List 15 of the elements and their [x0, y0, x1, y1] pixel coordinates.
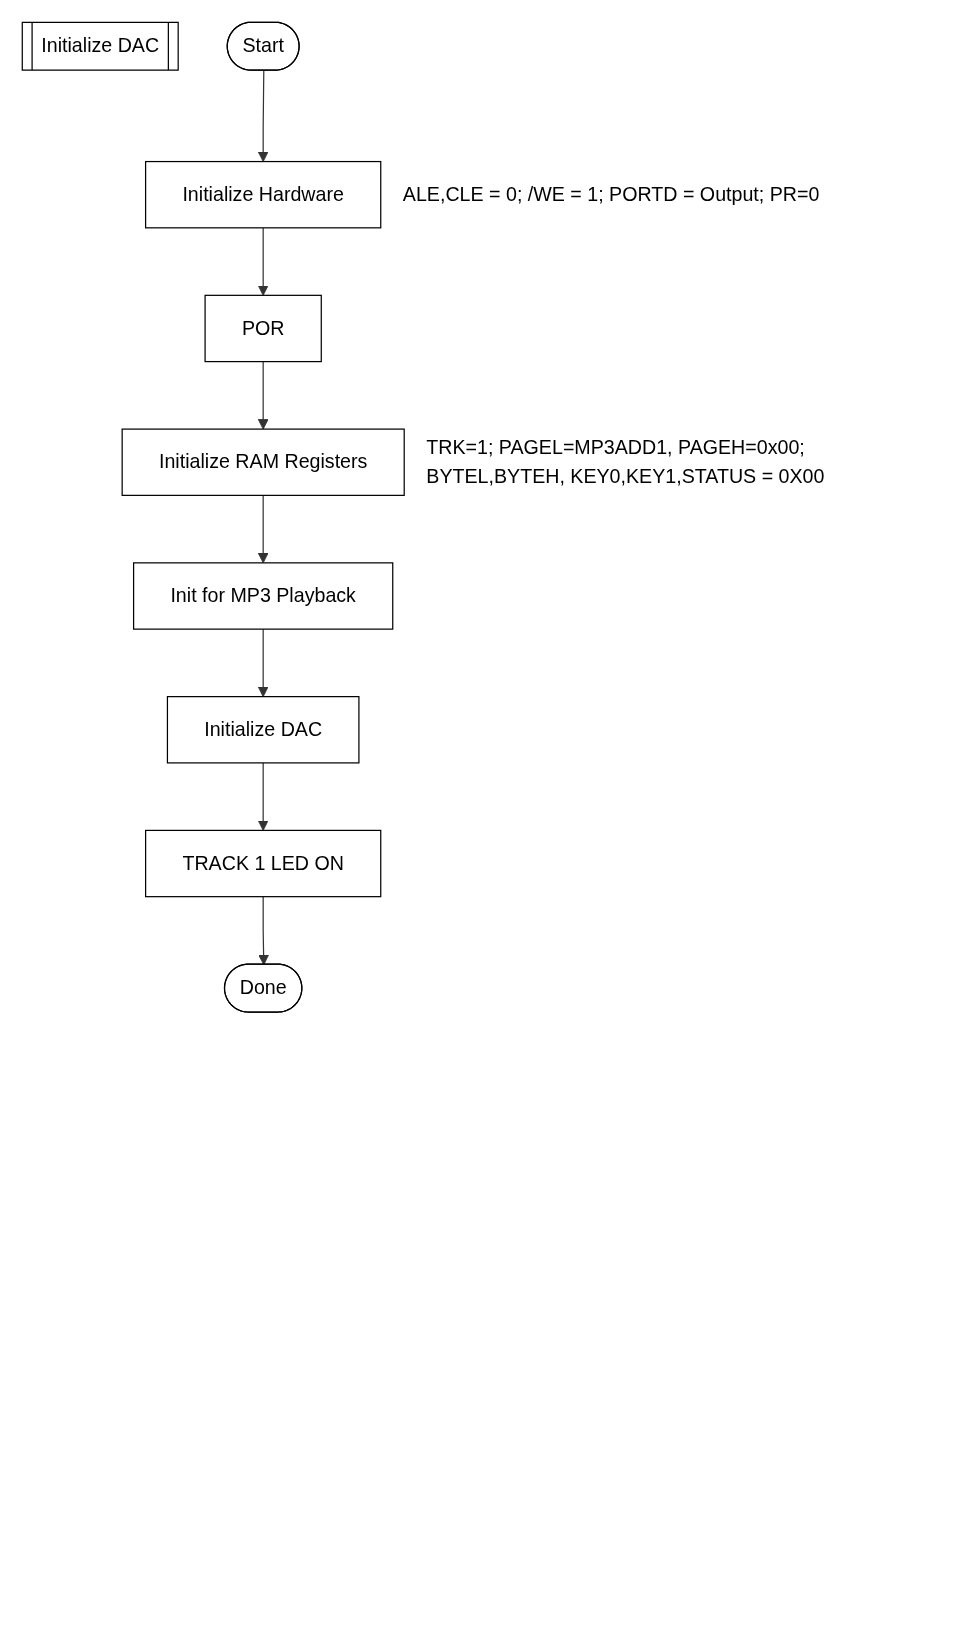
node-box: Initialize Hardware	[145, 160, 382, 229]
node-label: TRK=1; PAGEL=MP3ADD1, PAGEH=0x00; BYTEL,BYTEH, KEY0,KEY1,STATUS = 0X00	[426, 436, 825, 487]
arrow	[257, 70, 269, 163]
node-box: TRACK 1 LED ON	[145, 829, 382, 898]
arrow	[257, 227, 269, 296]
node-label: ALE,CLE = 0; /WE = 1; PORTD = Output; PR=0	[402, 183, 820, 205]
arrow	[257, 762, 269, 831]
arrow	[257, 494, 269, 564]
arrow	[257, 628, 269, 698]
node-box: Initialize RAM Registers	[121, 428, 405, 496]
arrow	[257, 361, 269, 430]
node-box: Initialize DAC	[166, 696, 360, 764]
node-box: POR	[204, 294, 322, 363]
node-box: Init for MP3 Playback	[133, 562, 394, 630]
arrow	[258, 896, 269, 966]
